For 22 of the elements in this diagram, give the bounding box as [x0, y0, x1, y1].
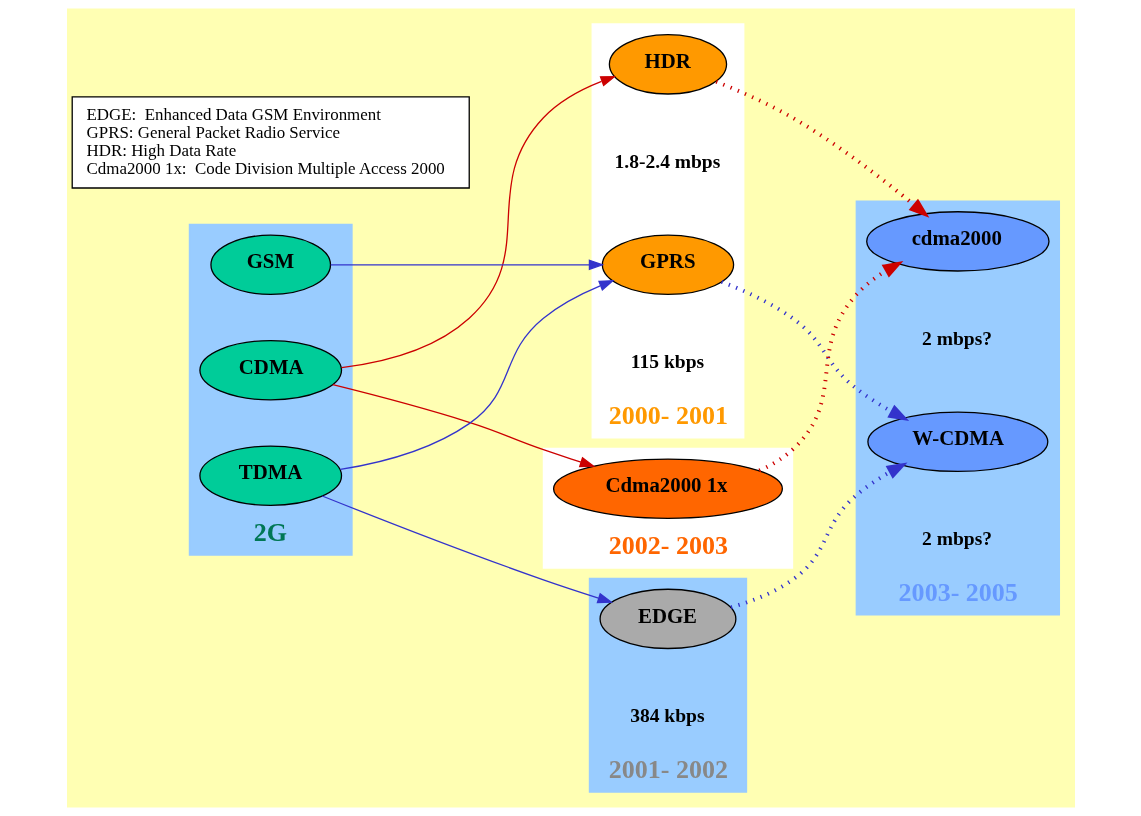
node-ellipse: HDR [608, 34, 727, 95]
node-ellipse: cdma2000 [865, 211, 1050, 272]
node-ellipse: GSM [209, 234, 331, 296]
arrow [729, 462, 907, 610]
node-label: 115 kbps [630, 351, 704, 373]
node-label: 2 mbps? [921, 528, 992, 550]
arrow [757, 260, 903, 473]
node-ellipse: W-CDMA [866, 411, 1048, 473]
node-box: EDGE: Enhanced Data GSM Environment GPRS: General Packet Radio Service HDR: High Data Rate Cdma2000 1x: Code Division Multiple Access 2000 [71, 96, 470, 189]
node-label: 1.8-2.4 mbps [614, 150, 720, 172]
node-label: 2 mbps? [921, 327, 992, 349]
node-label: 384 kbps [629, 705, 705, 727]
arrow [720, 280, 909, 421]
arrow [329, 259, 604, 271]
arrow [339, 280, 615, 471]
node-ellipse: GPRS [601, 234, 734, 296]
arrow [714, 79, 929, 218]
arrow [340, 76, 616, 369]
arrow [331, 384, 595, 468]
node-ellipse: CDMA [198, 339, 342, 401]
arrow [321, 495, 613, 604]
node-ellipse: TDMA [198, 445, 342, 506]
